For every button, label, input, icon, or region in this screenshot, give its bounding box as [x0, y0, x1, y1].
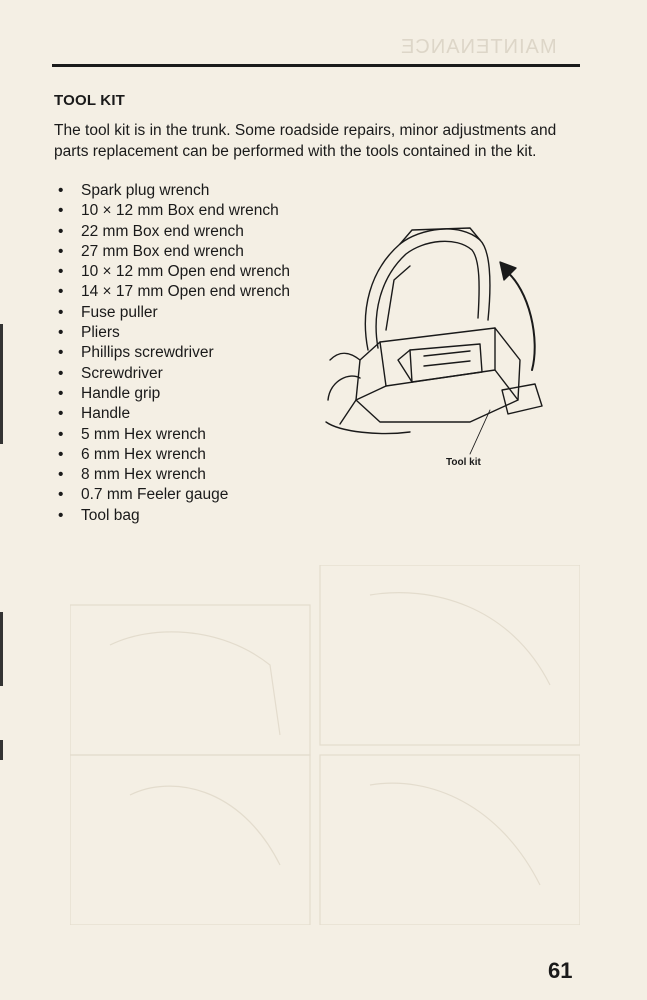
binding-edge-mark — [0, 612, 3, 686]
list-item: 14 × 17 mm Open end wrench — [54, 282, 290, 303]
page-number: 61 — [548, 958, 573, 983]
list-item: 22 mm Box end wrench — [54, 222, 290, 243]
section-intro: The tool kit is in the trunk. Some roads… — [54, 122, 557, 160]
list-item: Tool bag — [54, 506, 290, 527]
list-item: 6 mm Hex wrench — [54, 445, 290, 466]
list-item: 5 mm Hex wrench — [54, 425, 290, 446]
list-item: Pliers — [54, 323, 290, 344]
list-item: 10 × 12 mm Open end wrench — [54, 262, 290, 283]
tool-list: Spark plug wrench 10 × 12 mm Box end wre… — [54, 181, 290, 526]
binding-edge-mark — [0, 324, 3, 444]
section-title: TOOL KIT — [54, 92, 126, 109]
bleed-through-header: MAINTENANCE — [400, 36, 557, 58]
list-item: Spark plug wrench — [54, 181, 290, 202]
list-item: Fuse puller — [54, 303, 290, 324]
list-item: Screwdriver — [54, 364, 290, 385]
list-item: 27 mm Box end wrench — [54, 242, 290, 263]
list-item: Handle — [54, 404, 290, 425]
list-item: 10 × 12 mm Box end wrench — [54, 201, 290, 222]
header-rule — [52, 64, 580, 67]
list-item: Handle grip — [54, 384, 290, 405]
illustration-caption: Tool kit — [446, 457, 481, 468]
bleed-through-illustrations — [70, 565, 580, 925]
list-item: 0.7 mm Feeler gauge — [54, 485, 290, 506]
binding-edge-mark — [0, 740, 3, 760]
list-item: Phillips screwdriver — [54, 343, 290, 364]
trunk-illustration — [325, 227, 543, 455]
list-item: 8 mm Hex wrench — [54, 465, 290, 486]
